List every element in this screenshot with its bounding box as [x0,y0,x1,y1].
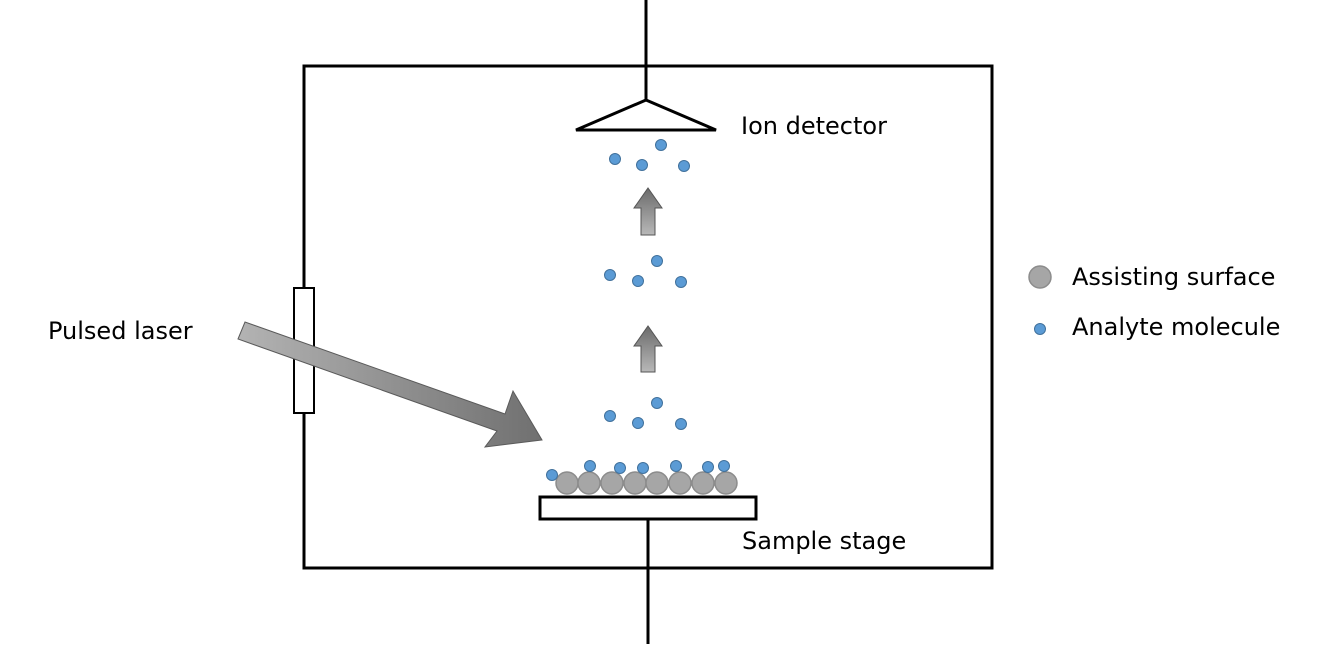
analyte-molecule [632,275,644,287]
pulsed-laser-label: Pulsed laser [48,317,193,345]
analyte-molecule [604,269,616,281]
assisting-surface-particle [577,471,601,495]
assisting-surface-particle [714,471,738,495]
assisting-surface-particle [691,471,715,495]
analyte-molecule [670,460,682,472]
ion-detector-label: Ion detector [741,112,887,140]
assisting-surface-particle [668,471,692,495]
analyte-molecule [655,139,667,151]
analyte-molecule [604,410,616,422]
analyte-molecule [675,276,687,288]
analyte-molecule [675,418,687,430]
assisting-surface [555,471,738,495]
laser-beam-arrow [237,321,543,448]
assisting-surface-particle [600,471,624,495]
analyte-molecule [584,460,596,472]
analyte-molecule [614,462,626,474]
sample-stage [538,495,758,521]
analyte-molecule [609,153,621,165]
sample-stage-label: Sample stage [742,527,907,555]
analyte-molecule [637,462,649,474]
ion-flight-arrow-upper [633,187,663,236]
legend-item-analyte-molecule: Analyte molecule [1072,313,1281,341]
analyte-molecule [632,417,644,429]
analyte-molecule [678,160,690,172]
ion-detector [575,98,717,132]
assisting-surface-icon [1028,265,1052,289]
analyte-molecule [636,159,648,171]
analyte-molecule [546,469,558,481]
analyte-molecules [546,139,730,481]
analyte-molecule [651,397,663,409]
analyte-molecule [702,461,714,473]
analyte-molecule [651,255,663,267]
analyte-molecule [718,460,730,472]
legend-item-assisting-surface: Assisting surface [1072,263,1276,291]
ion-flight-arrow-lower [633,325,663,373]
analyte-molecule-icon [1034,323,1046,335]
assisting-surface-particle [623,471,647,495]
assisting-surface-particle [645,471,669,495]
assisting-surface-particle [555,471,579,495]
vacuum-chamber [302,64,994,570]
